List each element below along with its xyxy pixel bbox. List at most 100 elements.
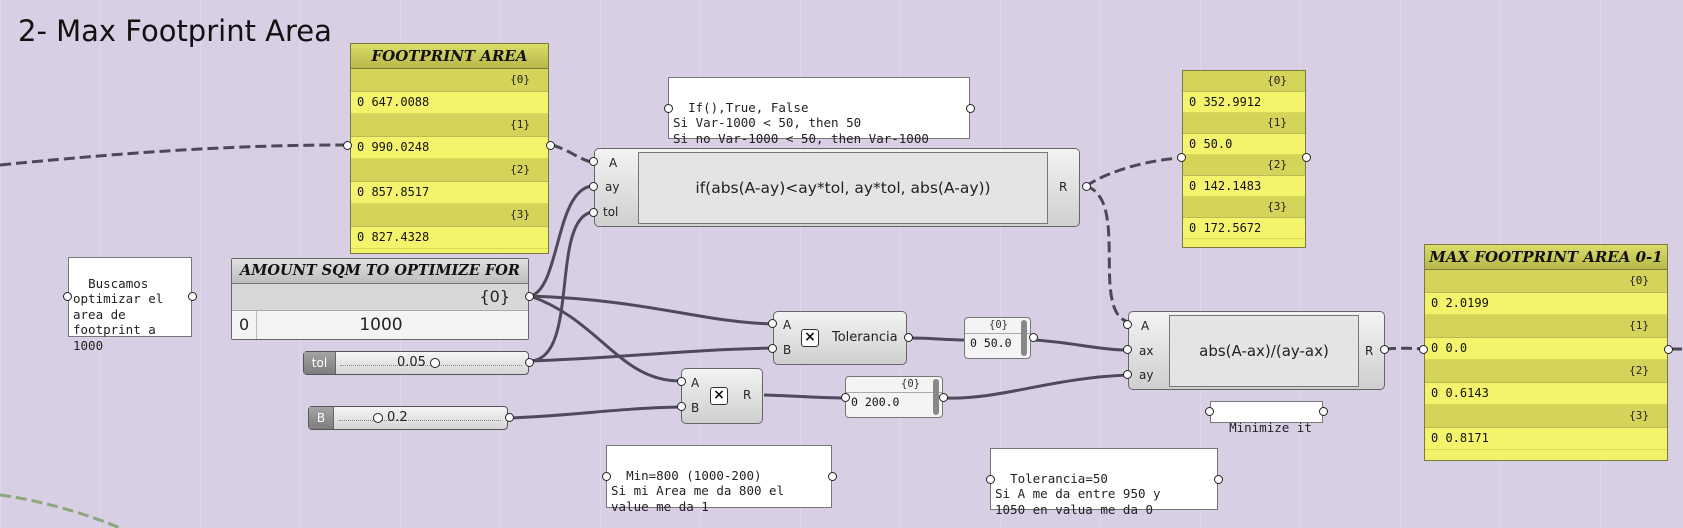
note-buscamos[interactable]: Buscamos optimizar el area de footprint … — [68, 257, 192, 353]
wire-tol-tolB — [529, 346, 774, 363]
note-tolerancia-text: Tolerancia=50 Si A me da entre 950 y 105… — [995, 470, 1161, 517]
grip-icon[interactable] — [768, 319, 777, 328]
expression-2-component[interactable]: A ax ay abs(A-ax)/(ay-ax) R — [1128, 311, 1385, 390]
note-if[interactable]: If(),True, False Si Var-1000 < 50, then … — [668, 77, 970, 146]
panel-value: 0 142.1483 — [1183, 176, 1305, 197]
footprint-area-panel[interactable]: FOOTPRINT AREA {0} 0 647.0088 {1} 0 990.… — [350, 43, 549, 254]
max-footprint-area-panel[interactable]: MAX FOOTPRINT AREA 0-1 {0} 0 2.0199 {1} … — [1424, 244, 1668, 461]
wire-amount-ay — [529, 184, 593, 298]
amount-sqm-panel[interactable]: AMOUNT SQM TO OPTIMIZE FOR {0} 0 1000 — [231, 258, 529, 340]
b-slider[interactable]: B 0.2 — [308, 406, 508, 430]
note-if-text: If(),True, False Si Var-1000 < 50, then … — [673, 99, 929, 146]
amount-row: 0 1000 — [232, 311, 528, 339]
panel-index: {1} — [1183, 113, 1305, 134]
wire-dashed-footprint-expr1 — [551, 143, 593, 164]
grip-icon[interactable] — [1029, 333, 1038, 342]
input-b-label: B — [783, 343, 792, 357]
expression-1-text: if(abs(A-ay)<ay*tol, ay*tol, abs(A-ay)) — [638, 152, 1048, 224]
result-panel[interactable]: {0} 0 352.9912 {1} 0 50.0 {2} 0 142.1483… — [1182, 70, 1306, 248]
note-min-text: Min=800 (1000-200) Si mi Area me da 800 … — [611, 467, 785, 514]
expression-1-component[interactable]: A ay tol if(abs(A-ay)<ay*tol, ay*tol, ab… — [594, 148, 1080, 227]
panel-value: 0 0.0 — [1425, 338, 1667, 360]
page-title: 2- Max Footprint Area — [18, 14, 332, 48]
panel-header: MAX FOOTPRINT AREA 0-1 — [1425, 245, 1667, 270]
wire-tol-numtol — [910, 336, 965, 342]
grip-icon[interactable] — [677, 402, 686, 411]
amount-value: 1000 — [359, 315, 403, 335]
grip-icon[interactable] — [768, 344, 777, 353]
panel-index: {3} — [1425, 405, 1667, 428]
grip-icon[interactable] — [602, 472, 611, 481]
b-value-panel[interactable]: {0} 0 200.0 — [845, 376, 943, 418]
grip-icon[interactable] — [939, 393, 948, 402]
grip-icon[interactable] — [1319, 407, 1328, 416]
grip-icon[interactable] — [188, 292, 197, 301]
grip-icon[interactable] — [664, 104, 673, 113]
note-minimize[interactable]: Minimize it — [1210, 401, 1323, 435]
multiply-icon: × — [710, 387, 728, 405]
slider-knob-icon[interactable] — [373, 413, 383, 423]
wire-dashed-expr2-max — [1384, 346, 1424, 351]
multiply-b-component[interactable]: A B × R — [681, 368, 763, 424]
grip-icon[interactable] — [1205, 407, 1214, 416]
grip-icon[interactable] — [1177, 153, 1186, 162]
grip-icon[interactable] — [589, 157, 598, 166]
grip-icon[interactable] — [677, 377, 686, 386]
panel-value: 0 0.8171 — [1425, 428, 1667, 450]
wire-numb-ay — [944, 373, 1129, 400]
multiply-tolerancia-component[interactable]: A B × Tolerancia — [773, 311, 907, 365]
grip-icon[interactable] — [1664, 345, 1673, 354]
panel-header: FOOTPRINT AREA — [351, 44, 548, 69]
grip-icon[interactable] — [63, 292, 72, 301]
grip-icon[interactable] — [1214, 475, 1223, 484]
scrollbar[interactable] — [933, 379, 939, 415]
grip-icon[interactable] — [343, 141, 352, 150]
panel-value: 0 352.9912 — [1183, 92, 1305, 113]
tol-slider[interactable]: tol 0.05 — [303, 351, 529, 375]
grip-icon[interactable] — [589, 208, 598, 217]
panel-header: AMOUNT SQM TO OPTIMIZE FOR — [232, 259, 528, 284]
panel-index: {0} — [846, 377, 942, 393]
wire-dashed-expr1-result — [1085, 156, 1181, 188]
panel-value: 0 990.0248 — [351, 137, 548, 159]
slider-knob-icon[interactable] — [430, 358, 440, 368]
grip-icon[interactable] — [505, 413, 514, 422]
grip-icon[interactable] — [904, 333, 913, 342]
panel-value: 0 827.4328 — [351, 227, 548, 249]
output-r-label: R — [743, 388, 752, 402]
grip-icon[interactable] — [589, 182, 598, 191]
tolerancia-label: Tolerancia — [832, 330, 898, 345]
grip-icon[interactable] — [546, 141, 555, 150]
output-r-label: R — [1059, 180, 1068, 194]
scrollbar[interactable] — [1021, 320, 1027, 356]
note-tolerancia[interactable]: Tolerancia=50 Si A me da entre 950 y 105… — [990, 448, 1218, 517]
wire-b-multB — [509, 405, 682, 420]
panel-value: 0 50.0 — [970, 336, 1012, 350]
grip-icon[interactable] — [966, 104, 975, 113]
grip-icon[interactable] — [525, 358, 534, 367]
panel-value: 0 0.6143 — [1425, 383, 1667, 405]
grip-icon[interactable] — [1302, 153, 1311, 162]
grip-icon[interactable] — [1082, 182, 1091, 191]
panel-index: {0} — [1425, 270, 1667, 293]
output-r-label: R — [1365, 344, 1374, 358]
tolerance-value-panel[interactable]: {0} 0 50.0 — [964, 317, 1031, 359]
input-a-label: A — [1141, 319, 1150, 333]
grip-icon[interactable] — [1123, 320, 1132, 329]
wire-numtol-ax — [1033, 338, 1129, 352]
row-index: 0 — [239, 315, 250, 334]
note-min[interactable]: Min=800 (1000-200) Si mi Area me da 800 … — [606, 445, 832, 514]
wire-amount-tolA — [529, 294, 774, 326]
grip-icon[interactable] — [841, 393, 850, 402]
grip-icon[interactable] — [828, 472, 837, 481]
grip-icon[interactable] — [525, 292, 534, 301]
grip-icon[interactable] — [986, 475, 995, 484]
grip-icon[interactable] — [1123, 370, 1132, 379]
panel-value: 0 647.0088 — [351, 92, 548, 114]
input-ay-label: ay — [1139, 368, 1154, 382]
input-a-label: A — [609, 156, 618, 170]
panel-index: {0} — [1183, 71, 1305, 92]
grip-icon[interactable] — [1419, 345, 1428, 354]
grip-icon[interactable] — [1380, 345, 1389, 354]
grip-icon[interactable] — [1123, 345, 1132, 354]
